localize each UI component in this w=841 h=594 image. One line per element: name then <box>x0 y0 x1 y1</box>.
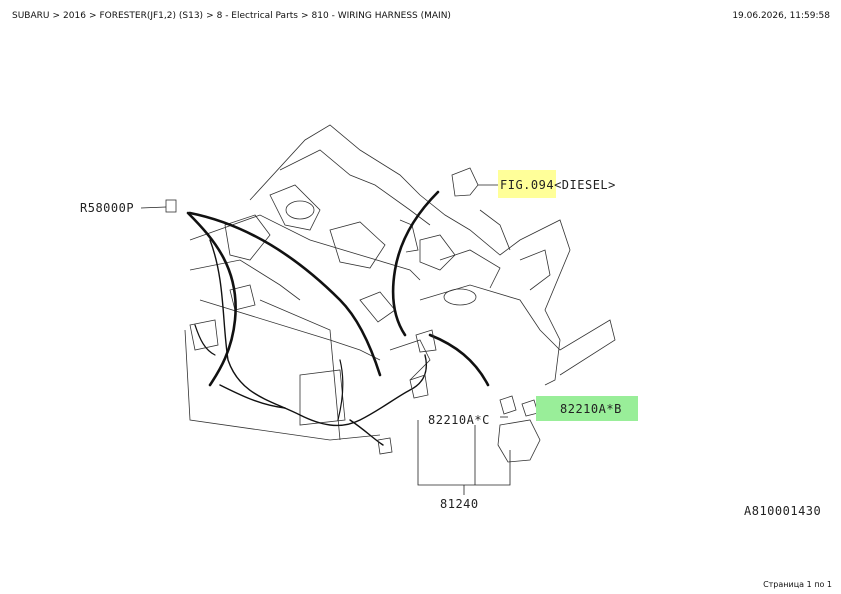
part-label-82210a-c[interactable]: 82210A*C <box>428 413 490 427</box>
breadcrumb-item-year[interactable]: 2016 <box>63 11 86 21</box>
breadcrumb-separator: > <box>206 11 214 21</box>
part-label-r58000p[interactable]: R58000P <box>80 201 134 215</box>
leader-lines <box>140 184 556 495</box>
fig-reference-link[interactable]: FIG.094<DIESEL> <box>500 178 616 192</box>
part-label-82210a-b[interactable]: 82210A*B <box>560 402 622 416</box>
breadcrumb: SUBARU>2016>FORESTER(JF1,2) (S13)>8 - El… <box>12 11 451 21</box>
page-counter: Страница 1 по 1 <box>763 580 832 589</box>
breadcrumb-separator: > <box>52 11 61 21</box>
breadcrumb-separator: > <box>301 11 309 21</box>
drawing-code: A810001430 <box>744 504 821 518</box>
breadcrumb-item-section[interactable]: 810 - WIRING HARNESS (MAIN) <box>311 11 451 21</box>
breadcrumb-separator: > <box>88 11 97 21</box>
print-timestamp: 19.06.2026, 11:59:58 <box>732 11 830 21</box>
breadcrumb-item-model[interactable]: FORESTER(JF1,2) (S13) <box>99 11 204 21</box>
engine-bay-drawing <box>184 124 616 441</box>
breadcrumb-item-make[interactable]: SUBARU <box>12 11 50 21</box>
wiring-harness <box>186 190 490 446</box>
connector-sketches <box>165 167 541 463</box>
fig-reference-highlight <box>498 170 556 198</box>
breadcrumb-item-group[interactable]: 8 - Electrical Parts <box>216 11 298 21</box>
selected-part-highlight <box>536 396 638 421</box>
part-label-81240[interactable]: 81240 <box>440 497 479 511</box>
